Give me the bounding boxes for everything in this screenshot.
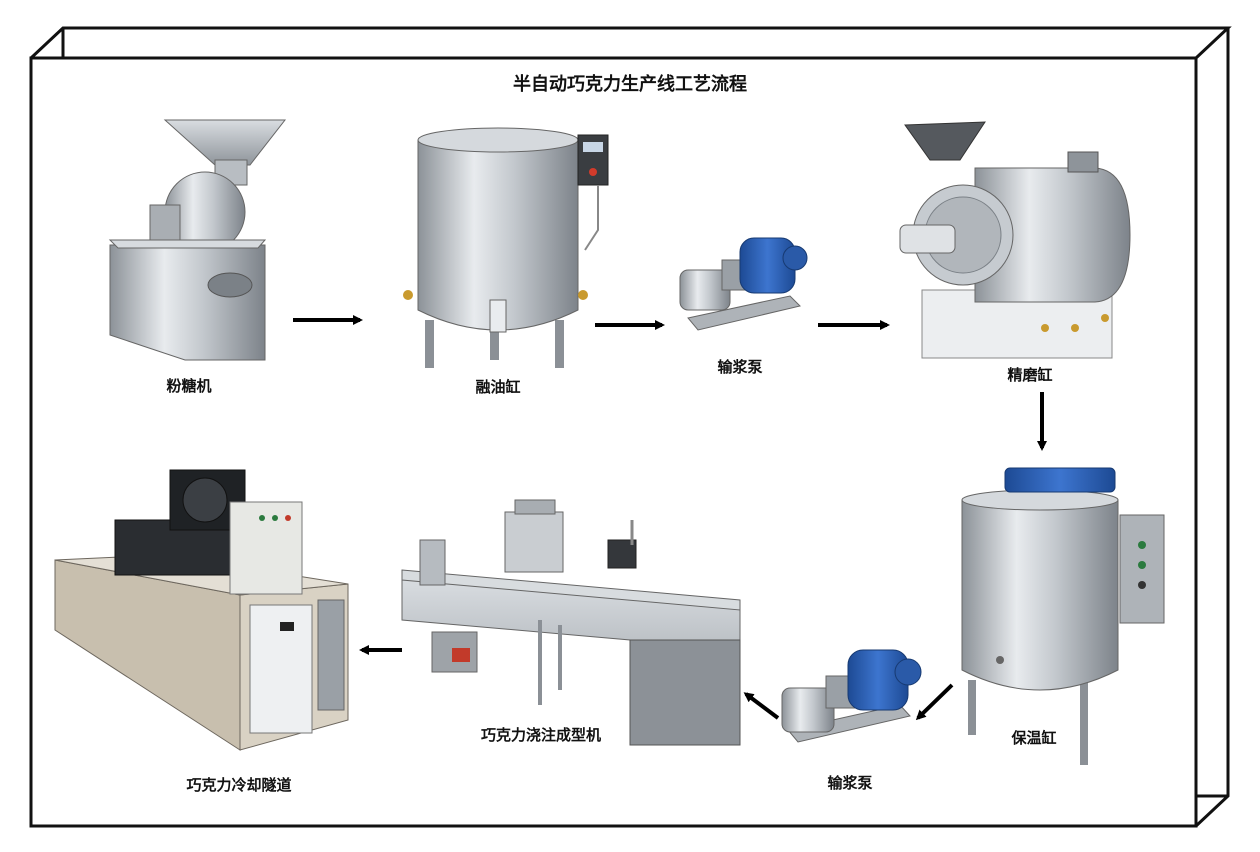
step-label-refining-conche: 精磨缸	[1007, 366, 1053, 384]
chocolate-cooling-tunnel-icon	[54, 469, 349, 751]
slurry-pump-icon	[781, 649, 922, 743]
step-label-depositing-machine: 巧克力浇注成型机	[480, 726, 602, 744]
step-label-cooling-tunnel: 巧克力冷却隧道	[186, 776, 292, 794]
step-label-slurry-pump-top: 输浆泵	[717, 358, 763, 376]
sugar-grinder-machine-icon	[108, 119, 287, 361]
step-label-melting-tank: 融油缸	[475, 378, 521, 396]
step-label-sugar-grinder: 粉糖机	[166, 377, 212, 395]
diagram-frame	[29, 26, 1232, 828]
chocolate-depositing-molding-machine-icon	[401, 499, 741, 746]
arrow-6	[743, 692, 780, 720]
flow-arrows	[293, 315, 1047, 721]
melting-tank-icon	[403, 127, 609, 368]
step-label-holding-tank: 保温缸	[1011, 729, 1057, 747]
slurry-pump-icon	[679, 237, 808, 331]
diagram-title: 半自动巧克力生产线工艺流程	[513, 74, 747, 95]
holding-tank-icon	[961, 467, 1165, 765]
arrow-5	[915, 683, 954, 721]
refining-conche-icon	[899, 121, 1131, 359]
step-label-slurry-pump-bottom: 输浆泵	[827, 774, 873, 792]
